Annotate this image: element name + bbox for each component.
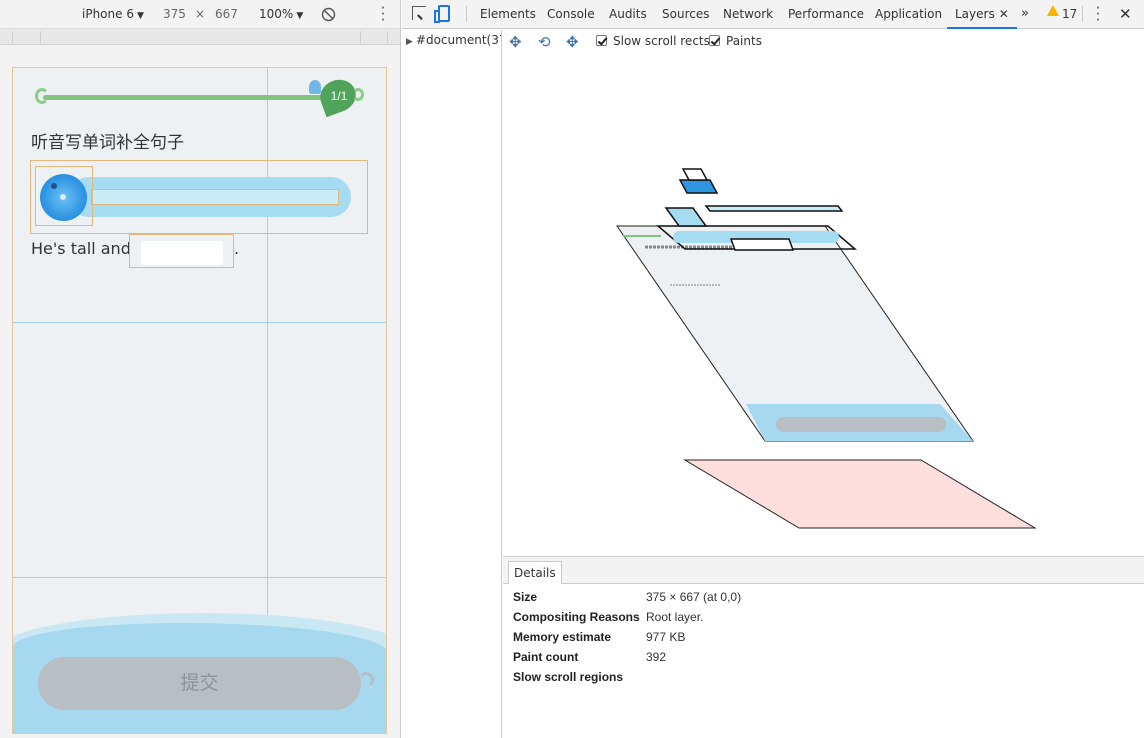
divider <box>1082 6 1083 22</box>
slow-scroll-rects-label: Slow scroll rects <box>613 34 710 48</box>
guide-line <box>13 577 386 578</box>
tab-details[interactable]: Details <box>508 561 562 584</box>
close-icon[interactable]: ✕ <box>998 7 1009 21</box>
progress-count: 1/1 <box>330 89 348 103</box>
height-input[interactable]: 667 <box>215 7 238 21</box>
layers-tree: ▶#document(375 <box>402 30 502 738</box>
layer-play-icon[interactable] <box>678 179 719 194</box>
sentence-prefix: He's tall and <box>31 239 131 258</box>
audio-progress-track <box>91 189 339 205</box>
zoom-select[interactable]: 100%▼ <box>259 7 303 21</box>
chevron-down-icon: ▼ <box>296 11 304 21</box>
layer-speaker-icon[interactable] <box>681 168 709 181</box>
ruler-tick <box>387 31 388 43</box>
device-name: iPhone 6 <box>82 7 134 21</box>
device-emulation-pane: iPhone 6▼ 375 × 667 100%▼ ··· <box>0 0 401 738</box>
paints-checkbox[interactable] <box>709 35 720 46</box>
tree-node-document[interactable]: ▶#document(375 <box>406 33 501 47</box>
slow-scroll-rects-checkbox[interactable] <box>596 35 607 46</box>
guide-line <box>267 68 268 733</box>
tab-application[interactable]: Application <box>875 7 943 21</box>
vine-curl-icon <box>35 88 49 104</box>
layer-submit <box>776 417 946 432</box>
kebab-menu-icon[interactable]: ··· <box>1095 0 1101 29</box>
more-tabs-icon[interactable]: » <box>1021 6 1029 21</box>
detail-key: Compositing Reasons <box>513 610 640 624</box>
layer-answer-box[interactable] <box>729 238 795 251</box>
device-select[interactable]: iPhone 6▼ <box>82 7 144 21</box>
ruler-tick <box>12 31 13 43</box>
detail-key: Slow scroll regions <box>513 670 624 684</box>
speaker-icon <box>51 183 57 189</box>
audio-button-frame <box>35 166 93 226</box>
detail-key: Size <box>513 590 538 604</box>
phone-viewport: 1/1 听音写单词补全句子 He's tall and . 提交 <box>12 67 387 734</box>
submit-button[interactable]: 提交 <box>38 657 361 710</box>
more-options-icon[interactable]: ··· <box>380 0 386 29</box>
rotate-device-icon[interactable] <box>321 7 336 22</box>
progress-bar <box>43 95 323 100</box>
detail-key: Memory estimate <box>513 630 612 644</box>
details-pane: Details Size 375 × 667 (at 0,0) Composit… <box>503 556 1144 738</box>
inspect-element-icon[interactable] <box>412 6 426 20</box>
chevron-down-icon: ▼ <box>136 11 144 21</box>
tab-console[interactable]: Console <box>547 7 595 21</box>
toggle-device-icon[interactable] <box>434 5 450 23</box>
tab-elements[interactable]: Elements <box>480 7 536 21</box>
devtools-pane: Elements Console Audits Sources Network … <box>402 0 1144 738</box>
tab-layers[interactable]: Layers✕ <box>947 0 1017 29</box>
question-title: 听音写单词补全句子 <box>31 133 184 153</box>
pan-mode-icon[interactable]: ✥ <box>509 33 522 51</box>
play-dot-icon <box>60 194 66 200</box>
detail-value: 977 KB <box>646 630 686 644</box>
caret-right-icon[interactable]: ▶ <box>406 37 413 47</box>
warning-count[interactable]: 17 <box>1062 7 1078 21</box>
detail-value: 392 <box>646 650 667 664</box>
curl-icon <box>358 672 374 688</box>
media-query-ruler <box>0 29 400 45</box>
sentence-suffix: . <box>234 239 240 258</box>
reset-transform-icon[interactable]: ✥ <box>566 33 579 51</box>
layers-3d-view[interactable] <box>503 54 1144 556</box>
detail-value: 375 × 667 (at 0,0) <box>646 590 742 604</box>
tab-network[interactable]: Network <box>723 7 774 21</box>
layers-toolbar: ✥ ⟲ ✥ Slow scroll rects Paints <box>503 30 1144 54</box>
width-input[interactable]: 375 <box>163 7 186 21</box>
detail-value: Root layer. <box>646 610 704 624</box>
answer-frame <box>129 234 234 268</box>
paints-label: Paints <box>726 34 762 48</box>
ruler-tick <box>360 31 361 43</box>
layer-audio-button[interactable] <box>664 207 708 227</box>
answer-input[interactable] <box>141 241 223 265</box>
tab-performance[interactable]: Performance <box>788 7 865 21</box>
warning-icon[interactable] <box>1047 5 1059 16</box>
audio-player-frame <box>30 160 368 234</box>
tree-node-label: #document(375 <box>415 33 501 47</box>
layer-audio-track[interactable] <box>704 205 844 212</box>
dimension-separator: × <box>195 7 206 21</box>
zoom-value: 100% <box>259 7 294 21</box>
tab-audits[interactable]: Audits <box>609 7 647 21</box>
guide-line <box>13 322 386 323</box>
sprout-icon <box>309 80 321 94</box>
layer-root-pink[interactable] <box>683 459 1037 529</box>
tab-layers-label: Layers <box>955 7 995 21</box>
details-tabbar: Details <box>503 557 1144 584</box>
divider <box>466 6 467 22</box>
devtools-tabbar: Elements Console Audits Sources Network … <box>402 0 1144 29</box>
ruler-tick <box>40 31 41 43</box>
close-devtools-icon[interactable]: ✕ <box>1119 5 1132 23</box>
tab-sources[interactable]: Sources <box>662 7 710 21</box>
device-toolbar: iPhone 6▼ 375 × 667 100%▼ ··· <box>0 0 400 29</box>
detail-key: Paint count <box>513 650 579 664</box>
layer-audio-bar <box>673 231 839 243</box>
vine-curl-icon <box>352 88 364 101</box>
rotate-mode-icon[interactable]: ⟲ <box>538 33 551 51</box>
